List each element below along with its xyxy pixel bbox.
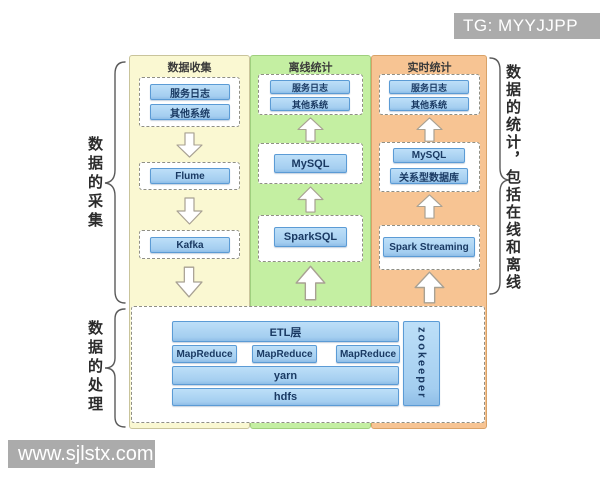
node-etl-layer: ETL层 — [172, 321, 399, 342]
annotation-data-acquisition: 数据的采集 — [86, 136, 103, 231]
node-flume: Flume — [150, 168, 230, 184]
arrow-up-icon — [297, 117, 324, 142]
arrow-up-icon — [414, 271, 445, 304]
watermark: www.sjlstx.com — [8, 440, 155, 468]
node-mysql: MySQL — [274, 154, 347, 173]
arrow-down-icon — [175, 266, 203, 298]
node-mapreduce: MapReduce — [172, 345, 237, 363]
arrow-up-icon — [295, 265, 326, 301]
node-other-system: 其他系统 — [389, 97, 469, 111]
brace-left-bottom-icon — [104, 308, 126, 428]
arrow-down-icon — [176, 197, 203, 225]
node-sparksql: SparkSQL — [274, 227, 347, 247]
telegram-badge: TG: MYYJJPP — [454, 13, 600, 39]
node-kafka: Kafka — [150, 237, 230, 253]
arrow-up-icon — [416, 117, 443, 142]
arrow-up-icon — [297, 186, 324, 213]
node-other-system: 其他系统 — [150, 104, 230, 120]
brace-left-top-icon — [104, 61, 126, 304]
node-mysql: MySQL — [393, 148, 465, 163]
column-title-collect: 数据收集 — [167, 62, 212, 74]
node-service-log: 服务日志 — [150, 84, 230, 100]
node-mapreduce: MapReduce — [336, 345, 400, 363]
column-title-offline: 离线统计 — [288, 62, 333, 74]
node-service-log: 服务日志 — [270, 80, 350, 94]
node-spark-streaming: Spark Streaming — [383, 237, 475, 257]
annotation-data-processing: 数据的处理 — [86, 320, 103, 415]
column-title-realtime: 实时统计 — [407, 62, 452, 74]
arrow-up-icon — [416, 194, 443, 219]
brace-right-icon — [489, 57, 511, 295]
node-other-system: 其他系统 — [270, 97, 350, 111]
annotation-data-statistics: 数据的统计，包括在线和离线 — [504, 64, 521, 292]
arrow-down-icon — [176, 132, 203, 158]
node-yarn: yarn — [172, 366, 399, 385]
node-service-log: 服务日志 — [389, 80, 469, 94]
node-zookeeper: zookeeper — [403, 321, 440, 406]
node-mapreduce: MapReduce — [252, 345, 317, 363]
node-hdfs: hdfs — [172, 388, 399, 406]
node-relational-db: 关系型数据库 — [390, 168, 468, 184]
